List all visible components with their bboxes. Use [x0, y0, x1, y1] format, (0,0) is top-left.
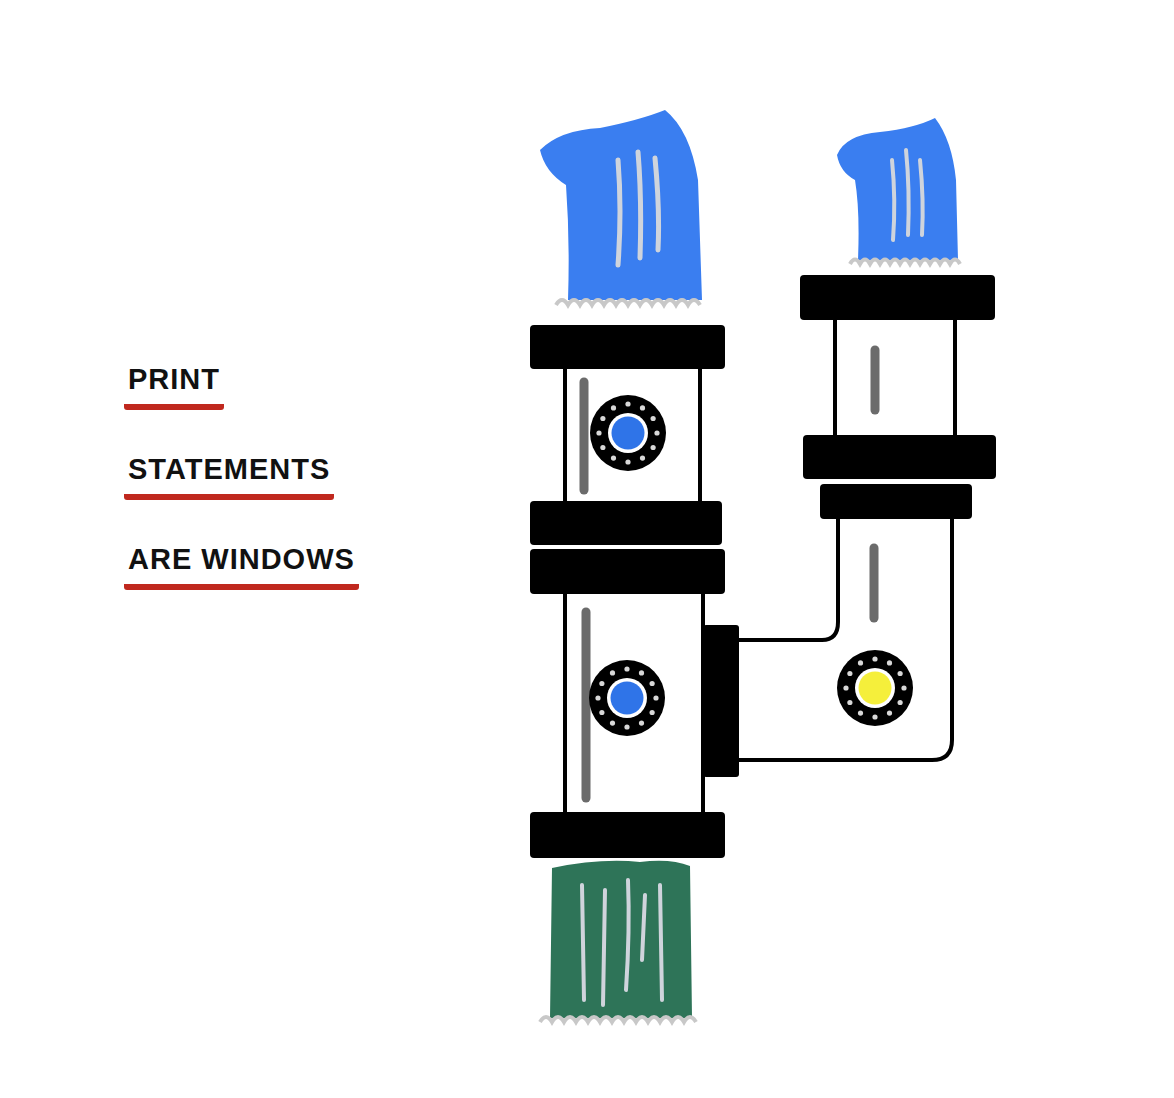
outflow [540, 861, 696, 1022]
headline-line: ARE WINDOWS [124, 542, 359, 590]
porthole-bolt [898, 671, 903, 676]
flange [530, 325, 725, 369]
porthole-bolt [624, 666, 629, 671]
porthole-bolt [887, 660, 892, 665]
porthole-bolt [595, 695, 600, 700]
pipe-highlight [582, 612, 591, 798]
pipe-segment [565, 365, 700, 505]
main-pipe [530, 325, 725, 858]
water-flow [837, 118, 958, 260]
elbow-inner-wall [738, 515, 838, 640]
water-streak [618, 152, 659, 265]
headline-line: STATEMENTS [124, 452, 334, 500]
porthole-glass [611, 682, 644, 715]
porthole-bolt [611, 405, 616, 410]
porthole-bolt [640, 405, 645, 410]
outflow-stream [550, 861, 692, 1018]
porthole-bolt [651, 445, 656, 450]
porthole [589, 660, 665, 736]
splash [556, 300, 700, 305]
water-spout [540, 110, 702, 305]
flange [530, 549, 725, 594]
porthole-bolt [600, 445, 605, 450]
elbow-outer-wall [738, 515, 952, 760]
porthole-bolt [653, 695, 658, 700]
porthole-bolt [610, 670, 615, 675]
branch-pipe [703, 275, 996, 777]
porthole [837, 650, 913, 726]
pipe-highlight [870, 548, 879, 618]
porthole-bolt [639, 670, 644, 675]
pipe-highlight [871, 350, 880, 410]
porthole-bolt [858, 660, 863, 665]
porthole-ring [608, 413, 648, 453]
water-streak [892, 150, 923, 240]
porthole-bolt [887, 711, 892, 716]
porthole-bolt [611, 456, 616, 461]
porthole-bolt [650, 681, 655, 686]
porthole-bolt [872, 656, 877, 661]
porthole-bolt [596, 430, 601, 435]
porthole-rim [590, 395, 666, 471]
porthole-bolt [872, 714, 877, 719]
splash [540, 1017, 696, 1022]
porthole-bolt [858, 711, 863, 716]
porthole-ring [607, 678, 647, 718]
headline: PRINT STATEMENTS ARE WINDOWS [124, 362, 359, 632]
outflow-streak [582, 880, 662, 1005]
porthole-bolt [599, 681, 604, 686]
porthole-bolt [625, 401, 630, 406]
flange [800, 275, 995, 320]
porthole-bolt [625, 459, 630, 464]
porthole-rim [837, 650, 913, 726]
flange [820, 484, 972, 519]
porthole-bolt [599, 710, 604, 715]
porthole-glass [612, 417, 645, 450]
splash [850, 260, 960, 265]
water-spout [837, 118, 960, 264]
porthole-ring [855, 668, 895, 708]
porthole-bolt [600, 416, 605, 421]
porthole-bolt [650, 710, 655, 715]
porthole-glass [859, 672, 892, 705]
pipe-highlight [580, 382, 589, 490]
pipe-segment [565, 590, 703, 816]
porthole [590, 395, 666, 471]
flange [530, 812, 725, 858]
porthole-bolt [901, 685, 906, 690]
pipe-segment [835, 318, 955, 438]
headline-line: PRINT [124, 362, 224, 410]
porthole-bolt [847, 700, 852, 705]
elbow-fill [738, 515, 952, 760]
tee-coupling [703, 625, 739, 777]
porthole-bolt [847, 671, 852, 676]
porthole-bolt [843, 685, 848, 690]
flange [803, 435, 996, 479]
porthole-bolt [898, 700, 903, 705]
porthole-windows [589, 395, 913, 736]
flange [530, 501, 722, 545]
porthole-rim [589, 660, 665, 736]
porthole-bolt [624, 724, 629, 729]
porthole-bolt [640, 456, 645, 461]
porthole-bolt [651, 416, 656, 421]
porthole-bolt [610, 721, 615, 726]
water-flow [540, 110, 702, 300]
porthole-bolt [639, 721, 644, 726]
porthole-bolt [654, 430, 659, 435]
